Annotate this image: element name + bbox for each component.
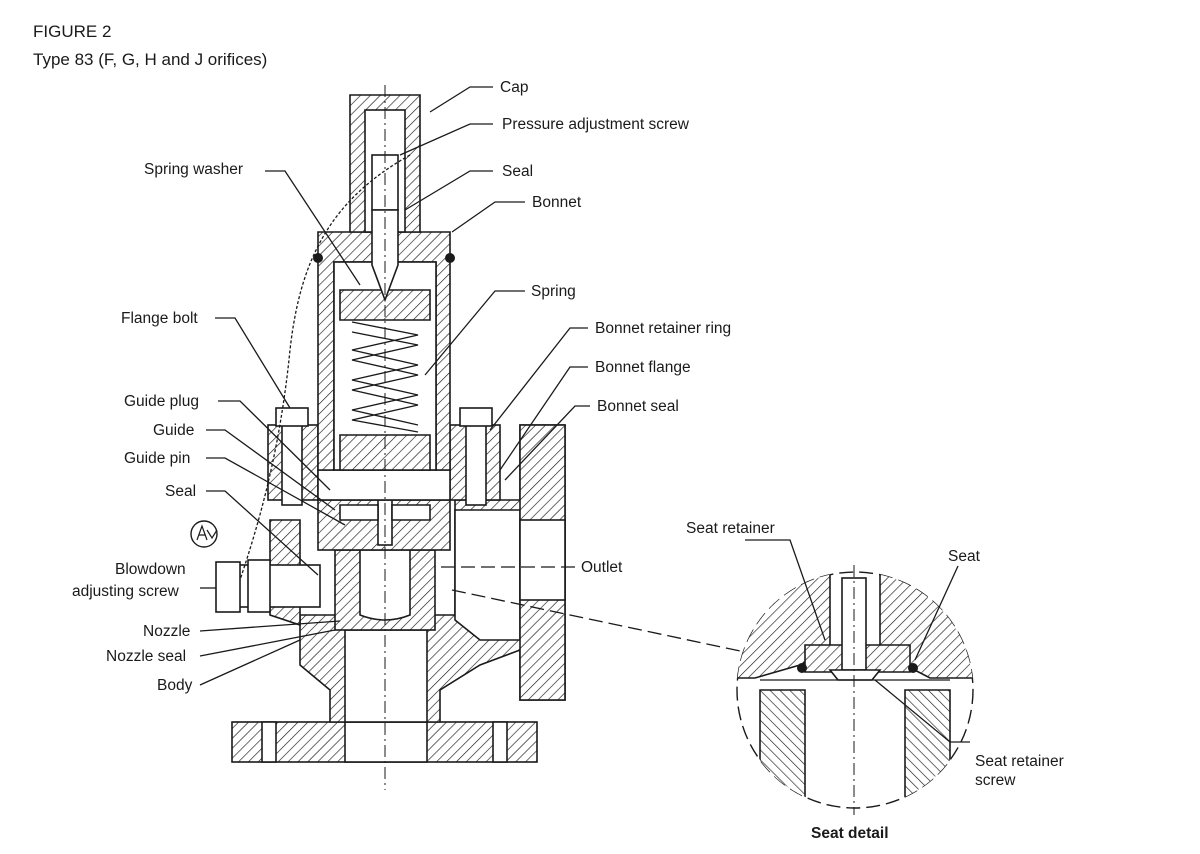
valve-cross-section [190,85,566,790]
figure-subtitle: Type 83 (F, G, H and J orifices) [33,50,268,69]
label-spring-washer: Spring washer [144,161,243,178]
figure-title: FIGURE 2 [33,22,112,41]
flange-bolts [275,407,493,506]
label-seal-top: Seal [502,163,533,180]
label-blowdown-line1: Blowdown [115,561,186,578]
label-spring: Spring [531,283,576,300]
label-bonnet-flange: Bonnet flange [595,359,691,376]
label-nozzle: Nozzle [143,623,190,640]
label-guide: Guide [153,422,194,439]
main-leaders [199,86,746,686]
label-guide-pin: Guide pin [124,450,190,467]
labels: Cap Pressure adjustment screw Seal Bonne… [72,79,1064,842]
label-bonnet: Bonnet [532,194,582,211]
seat-detail [736,539,974,815]
label-seat-retainer: Seat retainer [686,520,775,537]
label-blowdown-line2: adjusting screw [72,583,180,600]
label-seat: Seat [948,548,981,565]
label-seal-left: Seal [165,483,196,500]
wire-seal [239,154,411,581]
label-cap: Cap [500,79,528,96]
o-ring-seals [313,253,455,263]
seal-tag-icon [190,520,218,548]
label-pressure-adjustment-screw: Pressure adjustment screw [502,116,690,133]
label-flange-bolt: Flange bolt [121,310,198,327]
label-bonnet-retainer-ring: Bonnet retainer ring [595,320,731,337]
label-seat-retainer-screw-line1: Seat retainer [975,753,1064,770]
label-guide-plug: Guide plug [124,393,199,410]
seat-detail-caption: Seat detail [811,825,889,842]
label-nozzle-seal: Nozzle seal [106,648,186,665]
label-bonnet-seal: Bonnet seal [597,398,679,415]
label-outlet: Outlet [581,559,623,576]
label-body: Body [157,677,193,694]
label-seat-retainer-screw-line2: screw [975,772,1016,789]
guide-part [317,499,451,551]
blowdown-screw-part [215,559,321,613]
